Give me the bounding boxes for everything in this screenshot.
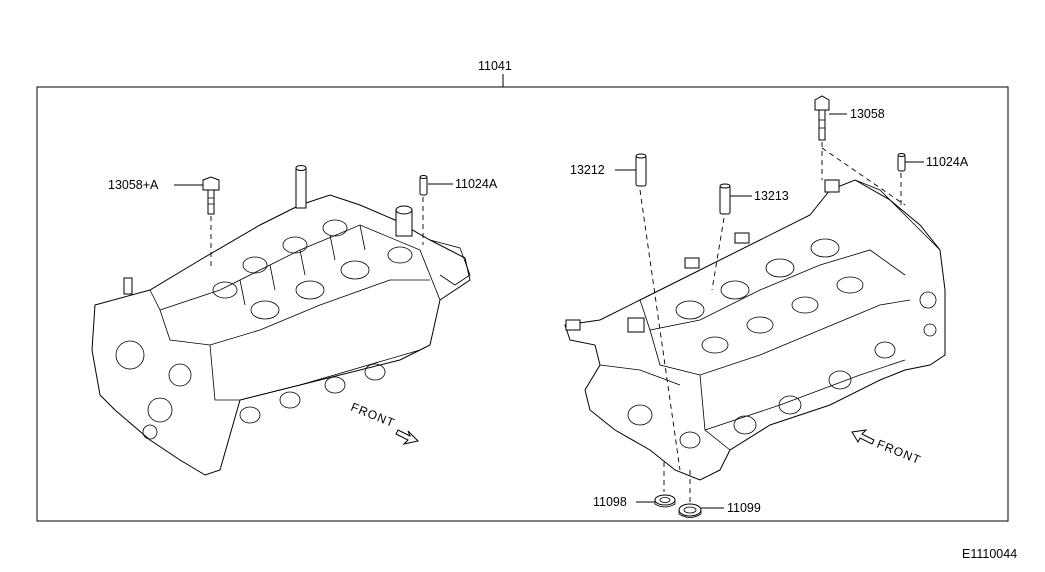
seal-11099 [678,503,702,518]
bolt-13058-dash-b [821,147,906,206]
bolt-13058 [814,95,830,141]
guide-13212-dash [639,189,681,471]
front-arrow-left: FRONT [349,400,420,445]
diagram-frame [36,86,1009,522]
front-label-right: FRONT [875,437,923,467]
dowel-11024a-right [897,153,906,172]
front-arrow-left-icon [395,429,420,445]
callout-11024a-right: 11024A [926,155,969,169]
guide-13213-dash [711,217,725,291]
assembly-label: 11041 [478,59,512,73]
left-cylinder-head [91,165,471,476]
front-label-left: FRONT [349,400,397,430]
callout-11098: 11098 [593,495,627,509]
callout-13212: 13212 [570,163,605,177]
callout-13058: 13058 [850,107,885,121]
callout-13058-a: 13058+A [108,178,159,192]
guide-13212 [635,153,647,187]
dowel-11024a-left [419,175,428,196]
guide-13213 [719,183,731,215]
seal-11098 [654,494,676,508]
bolt-13058-a [202,176,220,215]
callout-13213: 13213 [754,189,789,203]
front-arrow-right-icon [851,429,875,445]
right-cylinder-head [564,179,946,481]
front-arrow-right: FRONT [851,429,923,467]
callout-11024a-left: 11024A [455,177,498,191]
callout-11099: 11099 [727,501,761,515]
drawing-code: E1110044 [962,547,1017,561]
